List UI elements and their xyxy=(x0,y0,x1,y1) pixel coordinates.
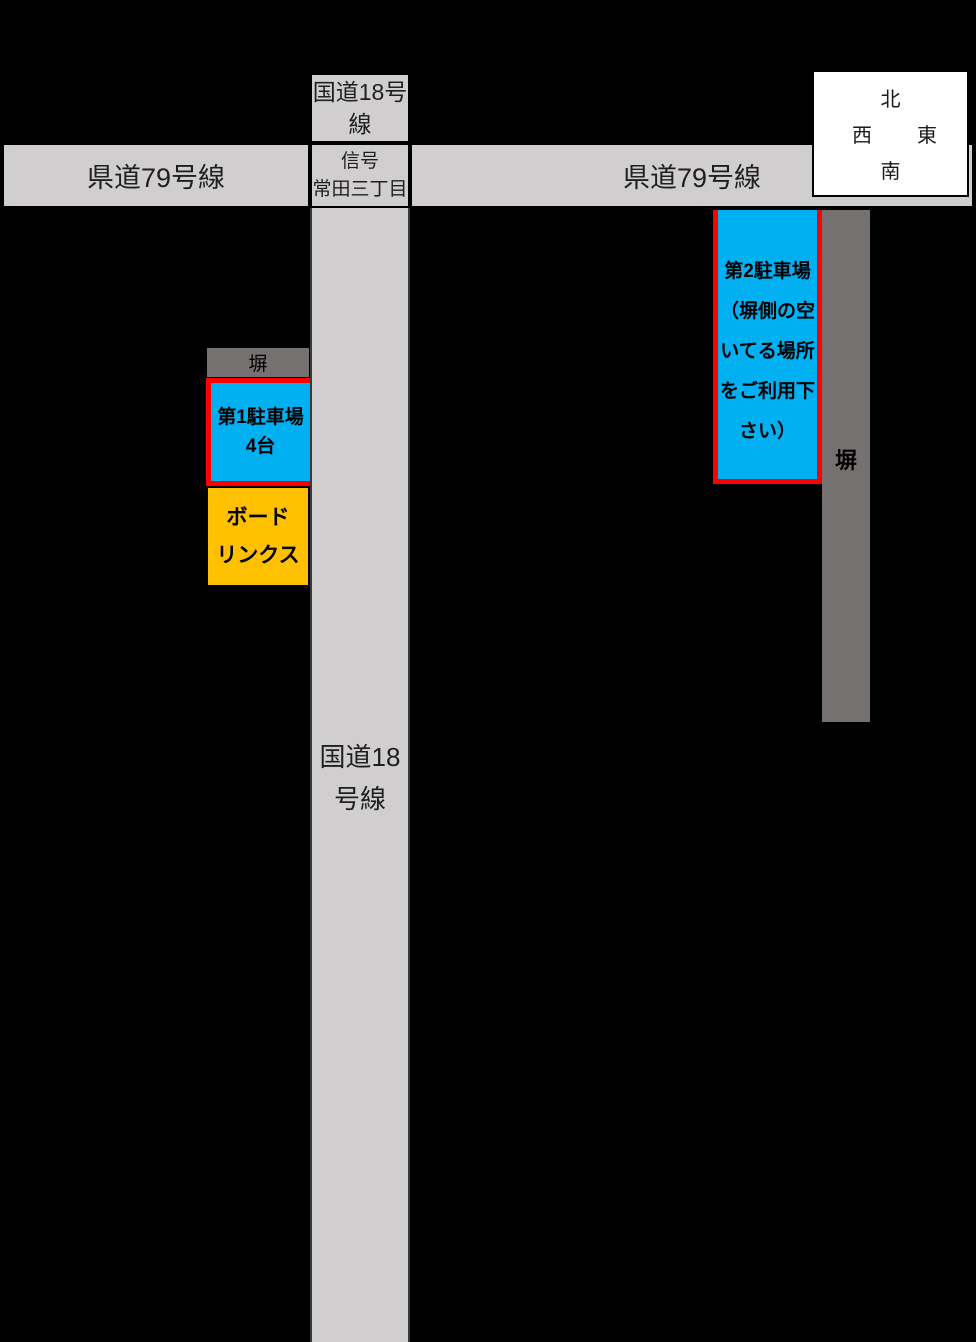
road-label-line2: 線 xyxy=(348,111,372,137)
road-national-18-south: 国道18 号線 xyxy=(310,208,410,1342)
road-label-line2: 号線 xyxy=(333,784,386,814)
road-prefectural-79-west: 県道79号線 xyxy=(2,143,310,208)
fence-label: 塀 xyxy=(248,354,268,375)
compass-rose: 北 西 東 南 xyxy=(812,70,969,197)
compass-west-east-row: 西 東 xyxy=(814,112,967,148)
road-label-line1: 国道18 xyxy=(319,742,401,772)
building-label-line1: ボード xyxy=(226,505,290,529)
parking2-label-line5: さい） xyxy=(738,420,796,442)
intersection-label-line1: 信号 xyxy=(340,150,379,172)
parking1-label-line2: 4台 xyxy=(245,436,276,457)
parking2-label-line1: 第2駐車場 xyxy=(724,260,811,282)
fence-east: 塀 xyxy=(822,210,870,722)
building-board-links: ボード リンクス xyxy=(206,486,310,587)
parking2-label-line4: をご利用下 xyxy=(719,380,815,402)
parking2-label-line3: いてる場所 xyxy=(720,340,815,362)
compass-east-label: 東 xyxy=(917,125,937,147)
parking-lot-1: 第1駐車場 4台 xyxy=(206,378,310,486)
road-label: 県道79号線 xyxy=(622,163,762,193)
compass-south-label: 南 xyxy=(880,161,901,183)
parking-lot-2: 第2駐車場 （塀側の空 いてる場所 をご利用下 さい） xyxy=(713,210,822,484)
fence-west: 塀 xyxy=(206,347,310,378)
road-national-18-north: 国道18号 線 xyxy=(310,73,410,143)
intersection-label-line2: 常田三丁目 xyxy=(312,178,408,200)
compass-west-label: 西 xyxy=(852,125,872,147)
parking1-label-line1: 第1駐車場 xyxy=(217,407,304,428)
road-label-line1: 国道18号 xyxy=(312,79,408,105)
road-label: 県道79号線 xyxy=(86,163,226,193)
fence-label: 塀 xyxy=(834,448,857,473)
road-label: 国道18 号線 xyxy=(312,736,408,820)
intersection-signal-tokida-3chome: 信号 常田三丁目 xyxy=(310,143,410,208)
building-label-line2: リンクス xyxy=(216,543,300,567)
compass-north-label: 北 xyxy=(880,89,901,111)
parking2-label-line2: （塀側の空 xyxy=(719,300,815,322)
